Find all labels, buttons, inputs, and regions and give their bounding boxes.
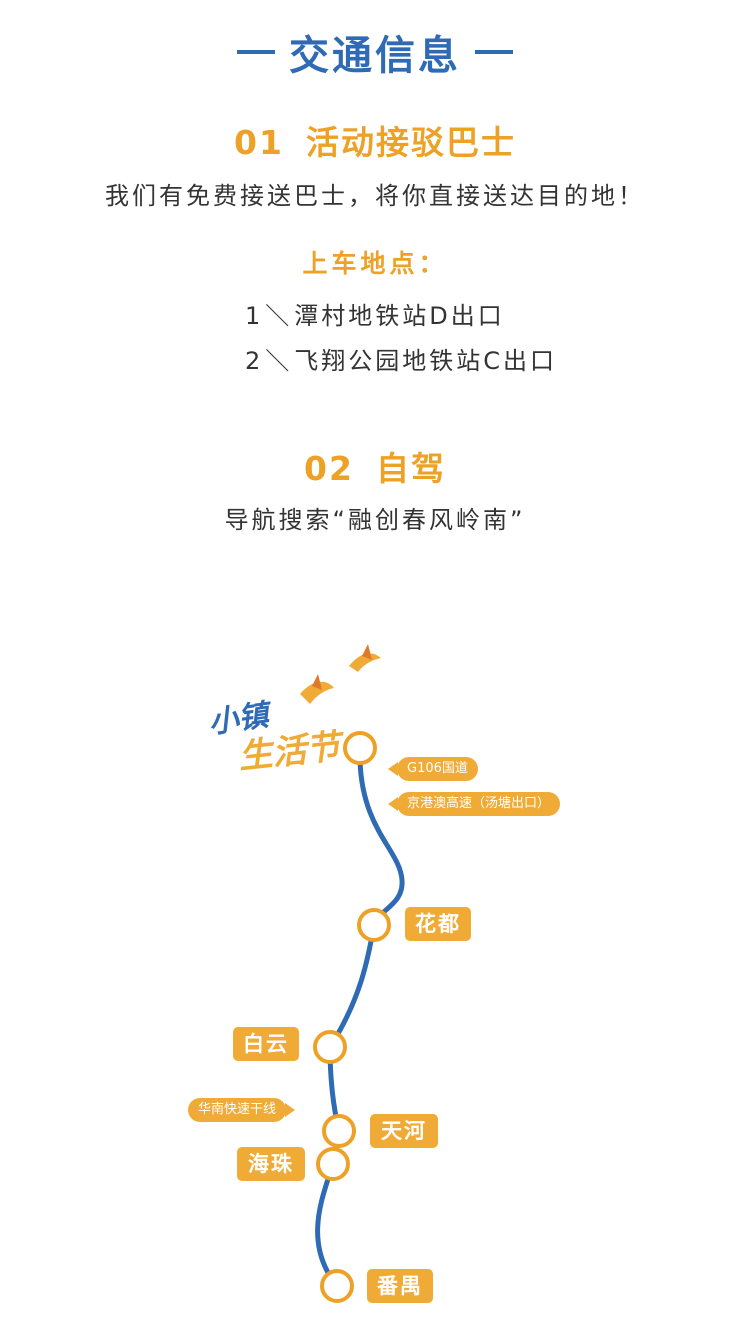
route-line [315,757,405,1289]
road-label-expressway: 京港澳高速（汤塘出口） [387,792,561,816]
bird-icon [300,674,334,704]
station-marker-baiyun [313,1030,347,1064]
station-label-baiyun: 白云 [233,1027,299,1061]
page-title: 交通信息 [0,26,750,79]
station-label-panyu: 番禺 [367,1269,433,1303]
bird-icon [349,644,381,672]
start-station-marker [343,731,377,765]
section-2-number: 02 [304,449,354,488]
location-separator: ＼ [265,302,293,330]
section-1-heading: 01 活动接驳巴士 [0,116,750,164]
location-index: 2 [245,347,264,375]
location-index: 1 [245,302,264,330]
page-title-text: 交通信息 [289,33,461,79]
section-2-description: 导航搜索“融创春风岭南” [224,506,526,534]
station-marker-panyu [320,1269,354,1303]
title-left-dash [237,50,275,54]
station-marker-huadu [357,908,391,942]
section-2-heading: 02 自驾 [0,442,750,490]
station-label-haizhu: 海珠 [237,1147,305,1181]
section-1-description: 我们有免费接送巴士，将你直接送达目的地！ [105,182,645,210]
title-right-dash [475,50,513,54]
station-label-huadu: 花都 [405,907,471,941]
station-marker-haizhu [316,1147,350,1181]
station-marker-tianhe [322,1114,356,1148]
section-2-title: 自驾 [375,449,446,488]
location-name: 飞翔公园地铁站C出口 [294,347,558,375]
section-1-number: 01 [234,123,284,162]
pickup-title: 上车地点： [302,249,448,278]
pickup-location-2: 2＼飞翔公园地铁站C出口 [245,341,557,376]
location-name: 潭村地铁站D出口 [294,302,505,330]
location-separator: ＼ [265,347,293,375]
pickup-location-1: 1＼潭村地铁站D出口 [245,296,505,331]
road-label-g106: G106国道 [388,757,478,781]
road-label-huanan: 华南快速干线 [188,1098,296,1122]
section-1-title: 活动接驳巴士 [305,123,516,162]
station-label-tianhe: 天河 [370,1114,438,1148]
